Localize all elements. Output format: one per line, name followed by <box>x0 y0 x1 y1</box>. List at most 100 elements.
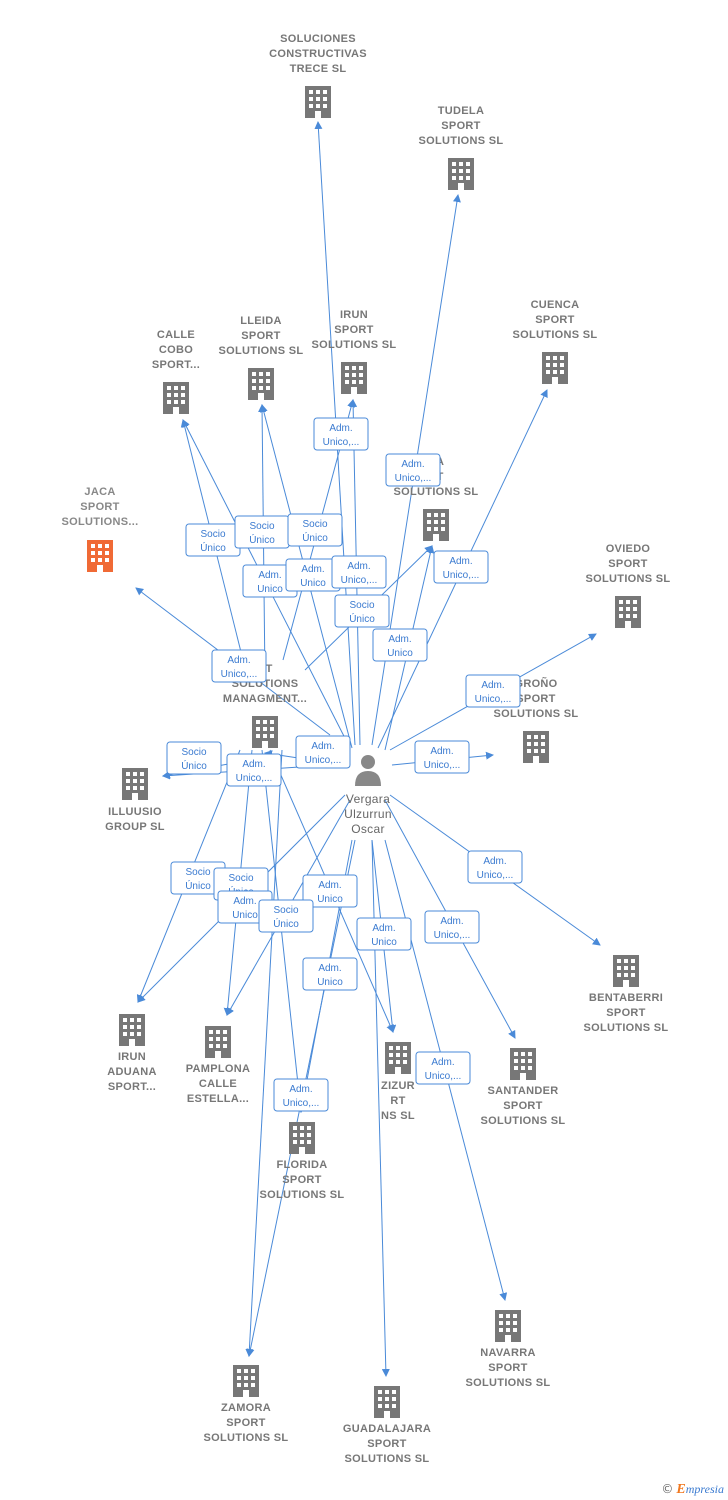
building-icon <box>341 362 367 394</box>
edge-label-text: Adm. <box>431 1057 454 1068</box>
edge-label-box[interactable]: Adm.Unico <box>302 957 358 991</box>
building-icon <box>122 768 148 800</box>
company-label-line: SOLUTIONS SL <box>260 1189 345 1201</box>
building-icon <box>613 955 639 987</box>
edge-label-text: Único <box>181 759 207 772</box>
edge-label-box[interactable]: Adm.Unico,... <box>465 674 521 708</box>
edge-label-box[interactable]: Adm.Unico,... <box>226 753 282 787</box>
company-label-line: SPORT <box>226 1417 265 1429</box>
edge-labels: Adm.Unico,...Adm.Unico,...SocioÚnicoSoci… <box>166 417 523 1112</box>
edge-label-box[interactable]: Adm.Unico,... <box>331 555 387 589</box>
brand-name: mpresia <box>685 1482 724 1496</box>
company-label-line: SPORT <box>608 558 647 570</box>
company-label-line: FLORIDA <box>277 1159 328 1171</box>
edge-label-text: Adm. <box>388 634 411 645</box>
edge-label-box[interactable]: Adm.Unico,... <box>273 1078 329 1112</box>
company-node-pamplona[interactable]: PAMPLONACALLEESTELLA... <box>186 1026 251 1105</box>
edge-label-text: Adm. <box>301 564 324 575</box>
company-label-line: SPORT <box>282 1174 321 1186</box>
company-node-irun-aduana[interactable]: IRUNADUANASPORT... <box>107 1014 156 1093</box>
edge-label-text: Único <box>349 612 375 625</box>
company-node-florida[interactable]: FLORIDA SPORT SOLUTIONS SL <box>260 1122 345 1201</box>
company-label-line: GUADALAJARA <box>343 1423 431 1435</box>
edge-label-box[interactable]: Adm.Unico <box>372 628 428 662</box>
building-icon <box>615 596 641 628</box>
company-label-line: SOLUTIONS SL <box>513 329 598 341</box>
edge-label-text: Unico,... <box>305 755 342 766</box>
edge-label-text: Unico <box>300 578 326 589</box>
building-icon <box>163 382 189 414</box>
company-label-line: LLEIDA <box>240 315 282 327</box>
edge-label-text: Unico <box>232 910 258 921</box>
person-icon <box>361 755 375 769</box>
edge-label-box[interactable]: Adm.Unico <box>356 917 412 951</box>
company-node-jaca[interactable]: JACASPORTSOLUTIONS... <box>62 486 139 572</box>
edge-label-text: Único <box>200 541 226 554</box>
edge-label-text: Unico <box>257 584 283 595</box>
edge-label-box[interactable]: Adm.Unico <box>302 874 358 908</box>
edge-label-frame <box>226 753 282 787</box>
company-label-line: SPORT <box>334 324 373 336</box>
edge-label-box[interactable]: Adm.Unico,... <box>424 910 480 944</box>
edge-label-box[interactable]: Adm.Unico,... <box>211 649 267 683</box>
edge-label-box[interactable]: Adm.Unico,... <box>415 1051 471 1085</box>
edge-line <box>245 749 283 1357</box>
edge-label-box[interactable]: Adm.Unico,... <box>385 453 441 487</box>
building-icon <box>248 368 274 400</box>
company-label-line: SPORT <box>80 501 119 513</box>
edge-label-text: Socio <box>273 905 298 916</box>
company-label-line: MANAGMENT... <box>223 693 307 705</box>
company-label-line: SOLUTIONS SL <box>466 1377 551 1389</box>
company-label-line: SOLUTIONS SL <box>494 708 579 720</box>
edge-label-text: Unico,... <box>341 575 378 586</box>
company-node-calle-cobo[interactable]: CALLECOBOSPORT... <box>152 329 200 414</box>
company-label-line: NS SL <box>381 1110 415 1122</box>
person-name-line: Ulzurrun <box>344 807 392 821</box>
footer-brand[interactable]: © Empresia <box>661 1482 724 1498</box>
edge-label-box[interactable]: Adm.Unico,... <box>295 735 351 769</box>
company-label-line: SPORT <box>516 693 555 705</box>
edge-label-text: Adm. <box>430 746 453 757</box>
company-label-line: SPORT... <box>152 359 200 371</box>
company-label-line: SOLUTIONS SL <box>312 339 397 351</box>
building-icon <box>119 1014 145 1046</box>
edge-label-text: Unico,... <box>236 773 273 784</box>
company-label-line: NAVARRA <box>480 1347 535 1359</box>
edge-label-text: Unico,... <box>221 669 258 680</box>
company-label-line: SOLUTIONS SL <box>345 1453 430 1465</box>
edge-label-box[interactable]: Adm.Unico,... <box>313 417 369 451</box>
edge-label-box[interactable]: Adm.Unico,... <box>414 740 470 774</box>
edge-label-text: Unico <box>371 937 397 948</box>
company-label-line: SPORT <box>503 1100 542 1112</box>
edge-label-box[interactable]: Adm.Unico,... <box>433 550 489 584</box>
edge-label-frame <box>258 899 314 933</box>
edge-label-box[interactable]: Adm.Unico,... <box>467 850 523 884</box>
edge-label-frame <box>302 957 358 991</box>
edge-label-text: Socio <box>302 519 327 530</box>
company-label-line: RT <box>390 1095 405 1107</box>
edge-label-text: Único <box>273 917 299 930</box>
